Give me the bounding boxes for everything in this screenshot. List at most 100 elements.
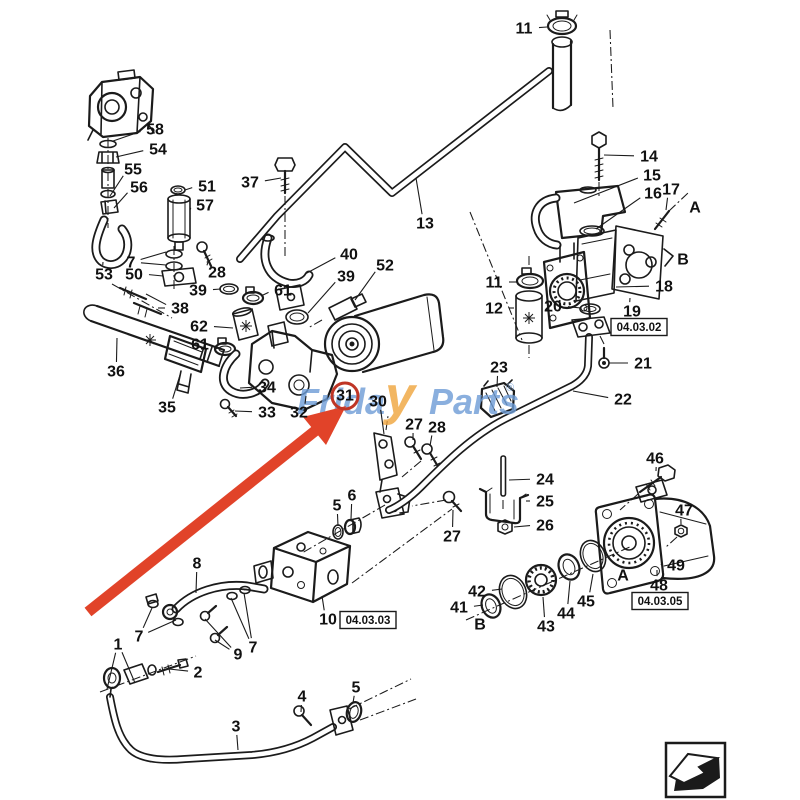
part-label-7: 7	[249, 640, 258, 657]
part-label-41: 41	[450, 600, 468, 617]
part-label-61: 61	[274, 283, 292, 300]
part-label-51: 51	[198, 179, 216, 196]
leader-line	[429, 435, 433, 447]
leader-line	[109, 175, 124, 197]
part-label-A: A	[617, 568, 629, 585]
part-label-57: 57	[196, 198, 214, 215]
leader-line	[538, 26, 548, 29]
leader-line	[352, 695, 355, 704]
leader-line	[243, 592, 252, 639]
oil-filter-cartridge	[323, 293, 445, 374]
part-label-21: 21	[634, 356, 652, 373]
part-label-5: 5	[333, 498, 342, 515]
part-label-15: 15	[643, 168, 661, 185]
red-highlight	[84, 381, 360, 617]
leader-line	[589, 573, 594, 593]
part-label-48: 48	[650, 578, 668, 595]
leader-line	[140, 251, 167, 261]
pin-24-bracket-25-nut-26	[478, 455, 530, 535]
drive-train-41-45	[465, 539, 633, 621]
part-label-52: 52	[376, 258, 394, 275]
part-label-38: 38	[171, 301, 189, 318]
part-label-7: 7	[135, 629, 144, 646]
leader-line	[304, 395, 307, 404]
studs-38	[111, 283, 173, 319]
leader-line	[106, 652, 117, 690]
leader-line	[567, 580, 571, 605]
ref-box-label: 04.03.03	[346, 615, 391, 627]
part-label-49: 49	[667, 558, 685, 575]
leader-line	[172, 374, 181, 399]
part-label-28: 28	[208, 265, 226, 282]
part-label-44: 44	[557, 606, 575, 623]
part-label-62: 62	[190, 319, 208, 336]
leader-line	[615, 285, 650, 288]
part-label-11: 11	[516, 21, 533, 38]
leader-line	[145, 293, 167, 306]
hydraulic-pump-18	[542, 225, 664, 330]
ref-box-label: 04.03.05	[638, 596, 683, 608]
leader-line	[212, 288, 222, 291]
part-label-43: 43	[537, 619, 555, 636]
leader-line	[140, 262, 167, 266]
cylinder-62	[231, 307, 259, 341]
bolt-14	[591, 131, 607, 198]
valve-block-10	[239, 504, 453, 604]
part-label-7: 7	[127, 255, 136, 272]
clamp-61-left	[241, 286, 265, 306]
part-label-6: 6	[348, 488, 357, 505]
main-pipe-13	[236, 29, 614, 341]
oring-39-left	[219, 283, 239, 295]
part-label-61: 61	[191, 337, 209, 354]
part-label-10: 10	[319, 612, 337, 629]
part-label-53: 53	[95, 267, 113, 284]
leader-line	[508, 478, 531, 481]
bolt-46	[619, 464, 676, 511]
leader-line	[234, 410, 253, 413]
part-label-42: 42	[468, 584, 486, 601]
leader-line	[195, 571, 198, 594]
leader-line	[354, 271, 376, 301]
leader-line	[214, 639, 230, 650]
part-label-22: 22	[614, 392, 632, 409]
part-label-1: 1	[114, 637, 123, 654]
clamp-35	[163, 334, 208, 394]
leader-line	[321, 595, 325, 611]
clamp-61-lower	[213, 337, 237, 357]
bolt-37	[274, 157, 296, 256]
part-label-58: 58	[146, 122, 164, 139]
leader-line	[415, 177, 423, 215]
view-b-mark-top	[663, 248, 674, 267]
part-label-23: 23	[490, 360, 508, 377]
oring-39-mid	[285, 309, 309, 325]
return-pipe-22	[385, 303, 611, 514]
corner-logo	[664, 741, 727, 799]
leader-line	[573, 177, 639, 204]
part-label-19: 19	[623, 304, 641, 321]
leader-line	[567, 306, 582, 309]
part-label-5: 5	[352, 680, 361, 697]
steering-pump-48	[594, 479, 716, 595]
leader-line	[206, 261, 209, 266]
part-label-50: 50	[125, 267, 143, 284]
leader-line	[213, 325, 234, 329]
part-label-4: 4	[298, 689, 307, 706]
part-label-A: A	[689, 200, 701, 217]
oring-16	[579, 225, 605, 237]
part-label-B: B	[677, 252, 689, 269]
part-label-24: 24	[536, 472, 554, 489]
elbow-40	[260, 233, 314, 311]
part-label-32: 32	[290, 405, 308, 422]
leader-line	[491, 588, 503, 591]
leader-line	[239, 386, 253, 389]
breather-52	[307, 293, 367, 329]
clamp-11-cylinder-12	[515, 256, 545, 358]
leader-line	[184, 187, 193, 191]
part-label-34: 34	[258, 380, 276, 397]
leader-line	[121, 652, 136, 684]
leader-line	[336, 513, 339, 527]
part-label-18: 18	[655, 279, 673, 296]
part-label-17: 17	[662, 182, 680, 199]
banjo-1-fitting-2	[99, 655, 197, 693]
part-label-37: 37	[241, 175, 259, 192]
